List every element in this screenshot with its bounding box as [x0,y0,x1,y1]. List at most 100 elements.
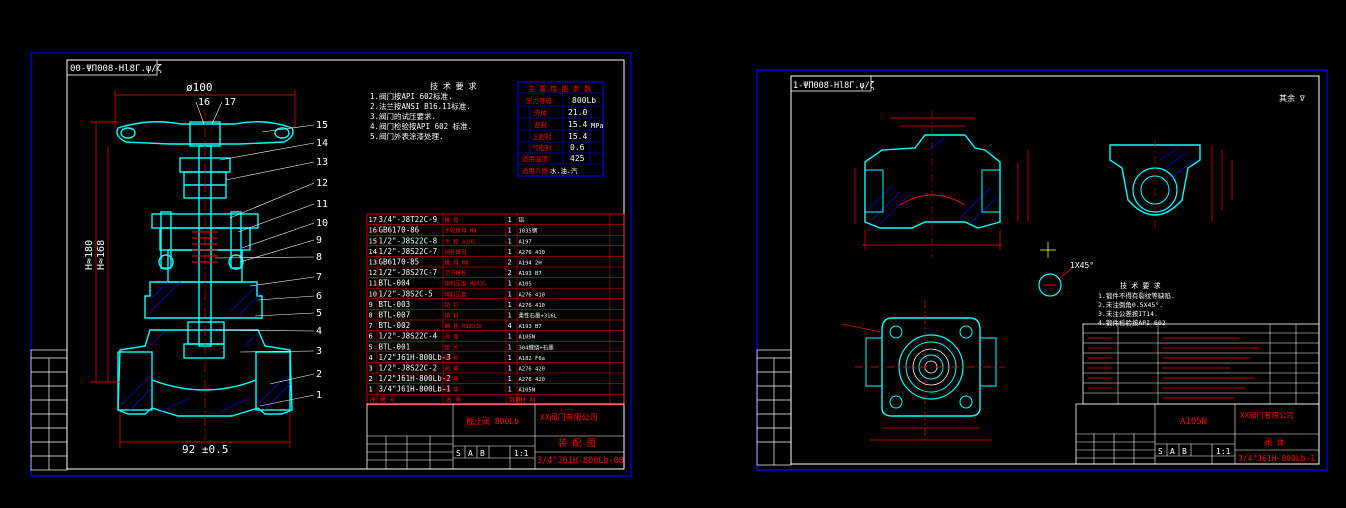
part-number-label: 15 [316,120,328,131]
performance-spec-table: 主 要 性 能 参 数 压力等级 800Lb 壳体 21.0 密封 15.4 M… [517,81,604,177]
bom-cell-qty: 1 [508,365,512,373]
bom-header-code: 代 号 [380,396,396,404]
note-line: 1.锻件不得有裂纹等缺陷. [1098,291,1175,300]
bom-header-no: 序 号 [370,396,386,404]
bom-cell-no: 10 [369,290,377,298]
bom-cell-no: 13 [369,259,377,267]
bom-cell-no: 3 [369,365,373,373]
bom-cell-mat: 304缠绕+石墨 [519,343,555,351]
bom-cell-code: 1/2"-J8S22C-4 [379,332,438,341]
note-line: 4.阀门检验按API 602 标准. [370,121,472,131]
sheet-2-notes-title: 技 术 要 求 [1120,281,1161,290]
dim-face-to-face: 92 ±0.5 [182,443,228,456]
part-number-label: 16 [198,97,210,108]
bom-cell-code: GB6170-85 [379,258,420,267]
part-number-label: 7 [316,272,322,283]
bom-cell-code: BTL-001 [379,342,411,351]
drawing-number: 3/4"J61H-800Lb-1 [1238,454,1315,463]
part-number-label: 12 [316,178,328,189]
leader-line [215,329,315,332]
leader-line [239,350,315,353]
leader-line [211,101,223,125]
body-side-view [1109,140,1233,228]
bom-cell-code: 1/2"J61H-800Lb-3 [379,353,451,362]
sheet-1-side-table [30,349,68,471]
note-line: 5.阀门外表涂漆处理. [370,131,444,141]
bom-cell-name: 手轮螺母 M8 [445,227,477,235]
bom-cell-mat: 1035钢 [519,227,538,235]
note-line: 4.锻件检验按API 602 [1098,318,1166,327]
center-mark [1040,242,1056,258]
sheet-2-code-mirror: 1-ΨΠ008-Hl8Γ.ψ/ζ [793,81,875,91]
sheet-2-inner-border [790,75,1320,465]
stage-a: A [468,449,473,458]
bom-cell-qty: 1 [508,375,512,383]
part-number-label: 13 [316,157,328,168]
sheet-2-notes: 技 术 要 求 1.锻件不得有裂纹等缺陷. 2.未注倒角0.5X45°. 3.未… [1098,281,1175,327]
bom-cell-name: 阀杆螺母 [445,248,468,256]
bom-cell-mat: 铝 [519,216,525,224]
spec-row-label: 壳体 [534,108,548,117]
part-number-label: 17 [224,97,236,108]
bom-cell-qty: 1 [508,237,512,245]
spec-title: 主 要 性 能 参 数 [528,84,591,93]
sheet-2-outer-frame [756,69,1328,471]
bom-cell-no: 6 [369,333,373,341]
note-line: 2.法兰按ANSI B16.11标准. [370,101,471,111]
spec-medium-value: 水.油.汽 [550,166,578,175]
bom-cell-qty: 1 [508,216,512,224]
material-label: A105N [1180,417,1207,427]
stage-s: S [1158,447,1163,456]
sheet-2-valve-body: 1-ΨΠ008-Hl8Γ.ψ/ζ 其余 ∇ [756,69,1328,471]
spec-class-label: 压力等级 [526,96,553,105]
leader-line [241,222,315,249]
bom-cell-qty: 1 [508,312,512,320]
part-number-label: 10 [316,218,328,229]
leader-line [269,373,315,385]
bom-cell-name: 螺 母 M8 [445,259,469,267]
stage-b: B [480,449,485,458]
note-line: 1.阀门按API 602标准. [370,91,453,101]
bom-cell-qty: 1 [508,290,512,298]
sheet-1-notes: 技 术 要 求 1.阀门按API 602标准. 2.法兰按ANSI B16.11… [370,81,476,141]
doc-type: 装 配 图 [558,437,596,449]
body-section-view [854,110,1029,258]
bom-cell-no: 11 [369,280,377,288]
part-number-label: 6 [316,291,322,302]
bom-cell-code: 1/2"-J8S2C-5 [379,289,433,298]
spec-row-value: 15.4 [568,132,587,141]
assembly-title: 截止阀 800Lb [466,416,519,426]
bom-cell-name: 阀 杆 [445,354,460,362]
leader-line [229,182,315,219]
company-name: XX阀门有限公司 [1240,410,1294,420]
spec-unit: MPa [591,122,604,130]
bom-cell-qty: 1 [508,301,512,309]
bom-cell-mat: A276 420 [519,367,546,373]
bom-cell-no: 14 [369,248,377,256]
bom-cell-qty: 1 [508,280,512,288]
scale: 1:1 [1216,447,1231,456]
bom-header-mat: 材 料 [520,396,536,404]
bom-cell-qty: 1 [508,354,512,362]
spec-row-value: 0.6 [570,143,585,152]
chamfer-label: 1X45° [1070,261,1094,270]
bom-cell-mat: 柔性石墨+316L [519,312,558,320]
leader-line [254,312,315,317]
bom-cell-code: 1/2"-J8S22C-7 [379,247,438,256]
bom-cell-mat: A197 [519,239,532,245]
dim-handwheel-diameter: ø100 [186,81,213,94]
bom-cell-code: 1/2"-J8S27C-7 [379,268,438,277]
note-line: 3.未注公差按IT14. [1098,309,1158,318]
sheet-1-title-block: 截止阀 800Lb XX阀门有限公司 装 配 图 S A B 1:1 3/4"J… [366,403,625,470]
leader-line [257,295,315,301]
bom-cell-mat: A193 B7 [519,324,542,330]
bom-cell-no: 15 [369,237,377,245]
drawing-number: 3/4"J61H-800Lb-00 [537,456,624,466]
bom-cell-qty: 4 [508,322,512,330]
stage-b: B [1182,447,1187,456]
bom-cell-code: 1/2"-J8S22C-8 [379,236,438,245]
part-number-label: 9 [316,235,322,246]
bom-cell-name: 填 料 [445,312,460,320]
bom-cell-code: 1/2"J61H-800Lb-2 [379,374,451,383]
bom-cell-name: 阀 体 [445,386,460,394]
